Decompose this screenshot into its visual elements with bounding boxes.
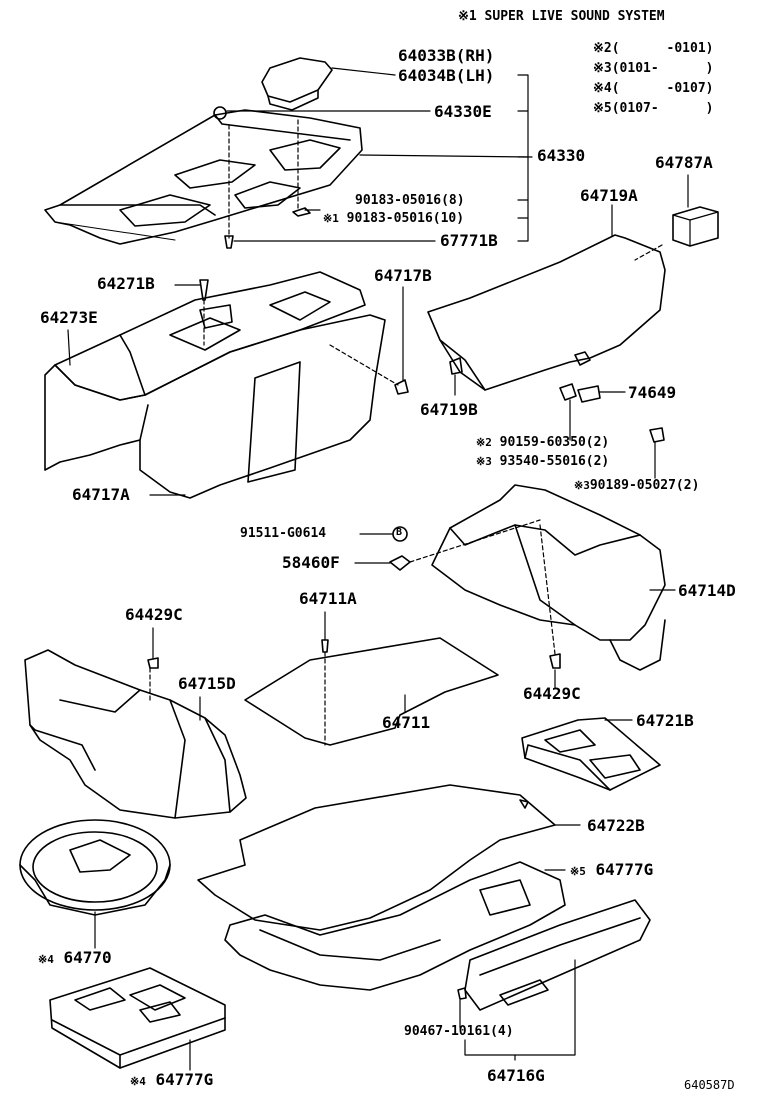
diagram-code: 640587D (684, 1078, 735, 1092)
speaker-cover-64033b (261, 57, 333, 111)
leaders-floor-mat (324, 611, 406, 746)
clip-64429c-left (147, 657, 159, 669)
label-91511: 91511-G0614 (240, 526, 327, 541)
hinge-74649 (559, 383, 601, 403)
leaders-trunk-lid (454, 174, 689, 479)
clip-64711a (321, 639, 329, 653)
clip-64719b (449, 357, 463, 375)
floor-mat-64711 (244, 637, 499, 746)
legend-mark: ※3 (593, 61, 612, 76)
label-64429c-left: 64429C (125, 605, 183, 624)
label-64770: ※4 64770 (38, 948, 112, 967)
screw-90183 (292, 207, 311, 217)
label-64330e: 64330E (434, 102, 492, 121)
label-90159: ※2 90159-60350(2) (476, 435, 610, 450)
tool-tray-64777g-bottom (49, 967, 226, 1069)
legend-row-5: ※5(0107- ) (593, 102, 713, 115)
legend-mark: ※5 (593, 101, 612, 116)
label-64271b: 64271B (97, 274, 155, 293)
floor-panel-64777g-top (224, 861, 566, 991)
label-64034b: 64034B(LH) (398, 66, 495, 85)
clip-90189 (649, 427, 665, 443)
label-64787a: 64787A (655, 153, 713, 172)
leaders-left-trim (149, 627, 201, 721)
label-64273e: 64273E (40, 308, 98, 327)
note-super-live-sound: ※1 SUPER LIVE SOUND SYSTEM (458, 9, 665, 24)
fastener-58460f (389, 555, 411, 571)
clip-67771b (224, 235, 234, 249)
legend-row-3: ※3(0101- ) (593, 62, 713, 75)
clip-64330e (213, 106, 227, 120)
sill-plate-64716g (464, 899, 651, 1011)
label-64721b: 64721B (636, 711, 694, 730)
leaders-sill (459, 959, 576, 1061)
bolt-marker-b: B (396, 527, 403, 538)
clip-64429c-right (549, 653, 561, 669)
leaders-top (226, 67, 533, 242)
label-90183-b: ※1 90183-05016(10) (323, 211, 465, 226)
label-64711a: 64711A (299, 589, 357, 608)
bolt-91511 (392, 526, 408, 542)
tray-64721b (521, 717, 661, 791)
tire-tray-64770 (19, 819, 171, 916)
label-64717b: 64717B (374, 266, 432, 285)
clip-64271b (199, 279, 209, 301)
label-64777g-bottom: ※4 64777G (130, 1070, 214, 1089)
label-58460f: 58460F (282, 553, 340, 572)
label-64777g-top: ※5 64777G (570, 860, 654, 879)
label-64715d: 64715D (178, 674, 236, 693)
legend-row-2: ※2( -0101) (593, 42, 713, 55)
leaders-side-trim (354, 519, 676, 689)
trunk-trim-64717a (44, 314, 386, 499)
leaders-rear-panel (67, 284, 404, 496)
legend-range: (0101- ) (611, 61, 714, 76)
label-64716g: 64716G (487, 1066, 545, 1085)
trunk-lid-trim-64719a (427, 234, 666, 391)
label-64429c-right: 64429C (523, 684, 581, 703)
label-90183-a: 90183-05016(8) (355, 193, 465, 208)
label-64033b: 64033B(RH) (398, 46, 495, 65)
label-64330: 64330 (537, 146, 586, 165)
label-90467: 90467-10161(4) (404, 1024, 514, 1039)
side-trim-64715d (24, 649, 247, 819)
label-90189: ※390189-05027(2) (574, 478, 700, 493)
label-64717a: 64717A (72, 485, 130, 504)
pad-64787a (672, 206, 719, 247)
legend-range: ( -0101) (611, 41, 714, 56)
side-trim-64714d (431, 484, 666, 671)
label-64714d: 64714D (678, 581, 736, 600)
clip-64717b (394, 379, 409, 395)
screw-90467 (457, 987, 467, 1000)
trunk-mat-64722b (197, 784, 556, 931)
label-64722b: 64722B (587, 816, 645, 835)
legend-row-4: ※4( -0107) (593, 82, 713, 95)
label-67771b: 67771B (440, 231, 498, 250)
package-tray-64330 (44, 109, 363, 245)
legend-mark: ※4 (593, 81, 612, 96)
label-64711: 64711 (382, 713, 431, 732)
label-64719b: 64719B (420, 400, 478, 419)
legend-range: ( -0107) (611, 81, 714, 96)
label-74649: 74649 (628, 383, 677, 402)
label-64719a: 64719A (580, 186, 638, 205)
legend-mark: ※2 (593, 41, 612, 56)
legend-range: (0107- ) (611, 101, 714, 116)
label-93540: ※3 93540-55016(2) (476, 454, 610, 469)
